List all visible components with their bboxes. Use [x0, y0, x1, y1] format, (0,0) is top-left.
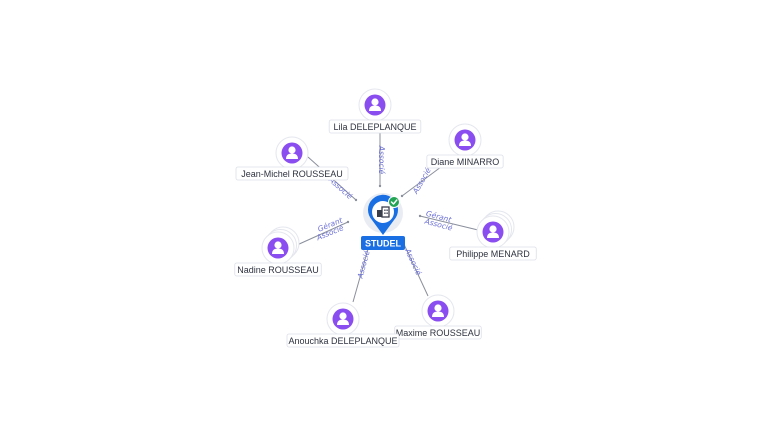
- person-node-lila[interactable]: Lila DELEPLANQUE: [328, 88, 422, 134]
- edge-arrow: [346, 220, 350, 224]
- person-name: Philippe MENARD: [456, 249, 530, 259]
- person-node-philippe[interactable]: Philippe MENARD: [449, 210, 537, 261]
- person-node-diane[interactable]: Diane MINARRO: [426, 123, 504, 169]
- person-node-nadine[interactable]: Nadine ROUSSEAU: [234, 226, 322, 277]
- person-icon: [267, 237, 289, 259]
- person-node-maxime[interactable]: Maxime ROUSSEAU: [394, 294, 482, 340]
- edge-label-associ: Associé: [410, 166, 433, 196]
- person-icon: [364, 94, 386, 116]
- person-node-jeanmichel[interactable]: Jean-Michel ROUSSEAU: [235, 136, 349, 181]
- person-name: Diane MINARRO: [431, 157, 500, 167]
- name-label-box: [286, 333, 400, 348]
- edge-nadine: [296, 221, 349, 246]
- company-label-box: [361, 236, 405, 250]
- check-icon: [388, 196, 400, 208]
- edge-arrow: [354, 198, 358, 202]
- company-name: STUDEL: [365, 239, 402, 249]
- edge-arrow: [418, 214, 422, 218]
- name-label-box: [234, 262, 322, 277]
- person-name: Nadine ROUSSEAU: [237, 265, 319, 275]
- edge-label-associ: Associé: [377, 145, 386, 175]
- person-node-anouchka[interactable]: Anouchka DELEPLANQUE: [286, 302, 400, 348]
- edge-anouchka: [352, 241, 371, 303]
- edge-arrow: [378, 184, 382, 188]
- person-name: Lila DELEPLANQUE: [333, 122, 416, 132]
- person-icon: [281, 142, 303, 164]
- name-label-box: [394, 325, 482, 340]
- person-icon: [482, 221, 504, 243]
- company-node[interactable]: STUDEL: [361, 193, 405, 250]
- edge-maxime: [401, 239, 429, 297]
- edge-label-associ: Associé: [355, 249, 371, 280]
- edge-arrow: [400, 194, 404, 198]
- person-name: Anouchka DELEPLANQUE: [288, 336, 397, 346]
- name-label-box: [426, 154, 504, 169]
- edge-philippe: [419, 215, 479, 231]
- person-icon: [332, 308, 354, 330]
- name-label-box: [328, 119, 422, 134]
- person-icon: [454, 129, 476, 151]
- name-label-box: [449, 246, 537, 261]
- person-name: Jean-Michel ROUSSEAU: [241, 169, 343, 179]
- person-icon: [427, 300, 449, 322]
- person-name: Maxime ROUSSEAU: [396, 328, 481, 338]
- name-label-box: [235, 166, 349, 181]
- building-icon: [377, 206, 390, 218]
- edge-label-associ: Associé: [403, 246, 424, 277]
